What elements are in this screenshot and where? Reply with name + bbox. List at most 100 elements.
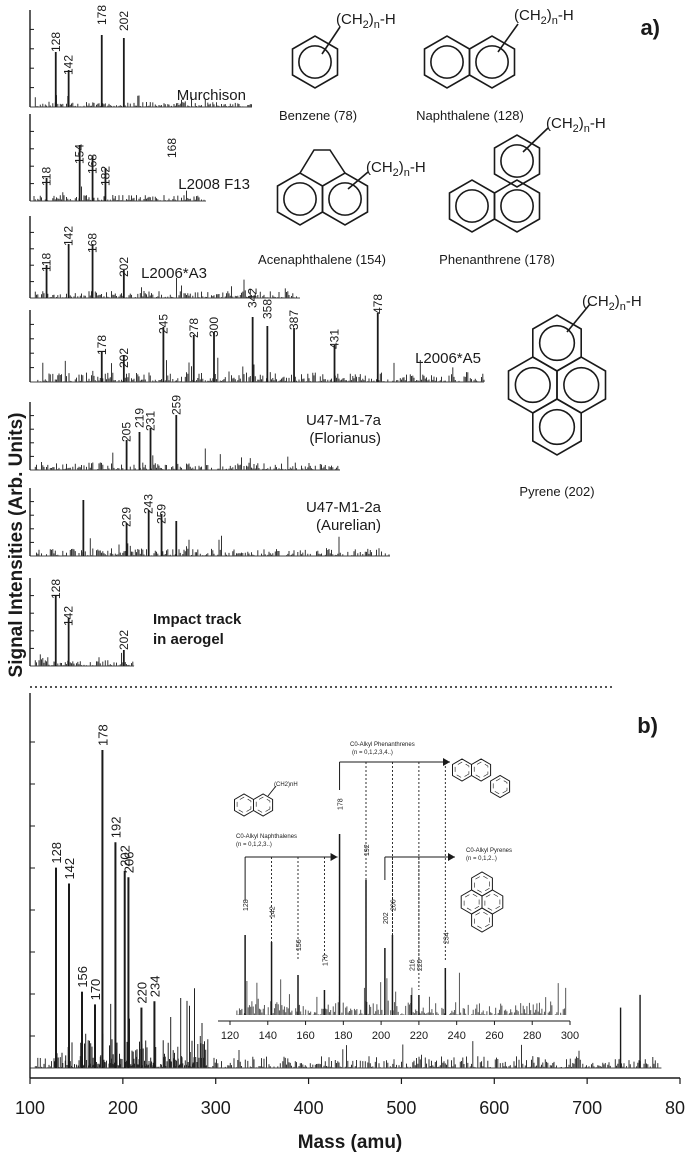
inset-series-n: (n = 0,1,2,3,4..)	[352, 750, 393, 756]
b-x-tick-label: 700	[572, 1098, 602, 1118]
peak-label: 202	[117, 11, 131, 31]
pyrene-ring-4	[531, 398, 583, 456]
inset-x-tick-label: 140	[259, 1030, 277, 1042]
inset-phenanthrene-ring-1	[452, 758, 472, 782]
phenanthrene-ring-2	[493, 179, 541, 233]
spectrum-subtitle: (Florianus)	[309, 430, 381, 447]
panel-label-b: b)	[637, 713, 658, 738]
inset-pyrene-ring-4	[471, 907, 493, 933]
inset-x-tick-label: 200	[372, 1030, 390, 1042]
peak-label: 142	[62, 226, 76, 246]
inset-x-tick-label: 300	[561, 1030, 579, 1042]
b-x-tick-label: 400	[294, 1098, 324, 1118]
b-peak-label: 192	[108, 817, 123, 839]
inset-peak-label: 202	[383, 912, 390, 924]
acenaphthalene-ring-2	[321, 172, 369, 226]
peak-label: 231	[144, 411, 158, 431]
peak-label: 229	[120, 507, 134, 527]
substituent-label: (CH2)n-H	[582, 293, 642, 313]
peak-label: 202	[117, 630, 131, 650]
inset-phenanthrene-ring-2	[471, 758, 492, 782]
peak-label: 128	[49, 32, 63, 52]
b-x-tick-label: 300	[201, 1098, 231, 1118]
peak-label: 387	[287, 310, 301, 330]
peak-label: 142	[62, 55, 76, 75]
inset-peak-label: 220	[417, 959, 424, 971]
peak-label: 118	[40, 167, 54, 186]
spectrum-name: U47-M1-2a	[306, 499, 382, 516]
inset-series-label: C0-Alkyl Phenanthrenes	[350, 742, 415, 748]
inset-peak-label: 206	[390, 899, 397, 911]
peak-label: 168	[86, 233, 100, 253]
spectrum-noise	[34, 652, 135, 666]
substituent-bond	[347, 171, 369, 190]
peak-label: 300	[207, 317, 221, 337]
phenanthrene-ring-3	[493, 134, 541, 188]
inset-peak-label: 216	[409, 959, 416, 971]
b-x-tick-label: 600	[479, 1098, 509, 1118]
benzene-structure	[291, 35, 339, 89]
peak-label: 478	[371, 294, 385, 314]
inset-x-tick-label: 120	[221, 1030, 239, 1042]
structure-name: Acenaphthalene (154)	[258, 252, 386, 267]
inset-x-tick-label: 180	[334, 1030, 352, 1042]
substituent-label: (CH2)n-H	[546, 115, 606, 135]
inset-x-tick-label: 240	[447, 1030, 465, 1042]
spectrum-noise	[34, 535, 390, 556]
substituent-bond	[566, 303, 591, 333]
x-axis-label: Mass (amu)	[298, 1132, 403, 1153]
peak-label: 205	[120, 422, 134, 442]
inset-pyrene-ring-1	[471, 871, 493, 897]
b-x-tick-label: 500	[386, 1098, 416, 1118]
b-peak-label: 170	[88, 979, 103, 1001]
structure-name: Pyrene (202)	[519, 484, 594, 499]
spectrum-name: Murchison	[177, 87, 246, 104]
peak-label: 154	[73, 144, 87, 164]
peak-label: 245	[156, 314, 170, 334]
peak-label: 259	[169, 395, 183, 415]
inset-x-tick-label: 160	[296, 1030, 314, 1042]
inset-x-tick-label: 260	[485, 1030, 503, 1042]
naphthalene-arrow-head	[330, 853, 338, 861]
pyrene-arrow-head	[448, 853, 455, 861]
substituent-bond	[497, 23, 519, 53]
inset-peak-label: 234	[443, 932, 450, 944]
inset-pyrene-ring-2	[460, 889, 483, 915]
peak-label: 259	[155, 504, 169, 524]
spectrum-noise	[34, 448, 340, 470]
inset-peak-label: 178	[338, 798, 345, 810]
inset-series-n: (n = 0,1,2,3..)	[236, 842, 272, 848]
substituent-bond	[522, 127, 549, 153]
peak-label: 243	[142, 494, 156, 514]
b-peak-label: 156	[75, 966, 90, 988]
axes-layer	[29, 10, 681, 1084]
inset-peak-label: 192	[364, 844, 371, 856]
substituent-label: (CH2)n-H	[514, 7, 574, 27]
inset-substituent-bond	[267, 785, 277, 797]
inset-peak-label: 156	[296, 939, 303, 951]
b-peak-label: 220	[134, 982, 149, 1004]
b-x-tick-label: 200	[108, 1098, 138, 1118]
peak-label: 431	[328, 329, 342, 349]
spectrum-name: L2006*A5	[415, 350, 481, 367]
peak-label: 178	[95, 5, 109, 25]
b-peak-label: 142	[62, 858, 77, 880]
inset-naphthalene-ring-2	[253, 793, 274, 817]
peak-label: 278	[187, 318, 201, 338]
peak-label: 202	[117, 257, 131, 277]
inset-substituent-label: (CH2)nH	[274, 782, 298, 788]
pyrene-ring-3	[556, 356, 607, 414]
naphthalene-ring-2	[468, 35, 516, 89]
inset-series-n: (n = 0,1,2..)	[466, 856, 497, 862]
spectrum-name: L2008 F13	[178, 176, 250, 193]
b-x-tick-label: 800	[665, 1098, 685, 1118]
peak-label: 118	[40, 253, 54, 272]
inset-x-tick-label: 220	[410, 1030, 428, 1042]
inset-series-label: C0-Alkyl Pyrenes	[466, 848, 512, 854]
peak-label: 168	[165, 138, 179, 158]
structure-name: Phenanthrene (178)	[439, 252, 555, 267]
inset-noise	[236, 972, 567, 1015]
acenaphthalene-bridge	[299, 149, 346, 174]
